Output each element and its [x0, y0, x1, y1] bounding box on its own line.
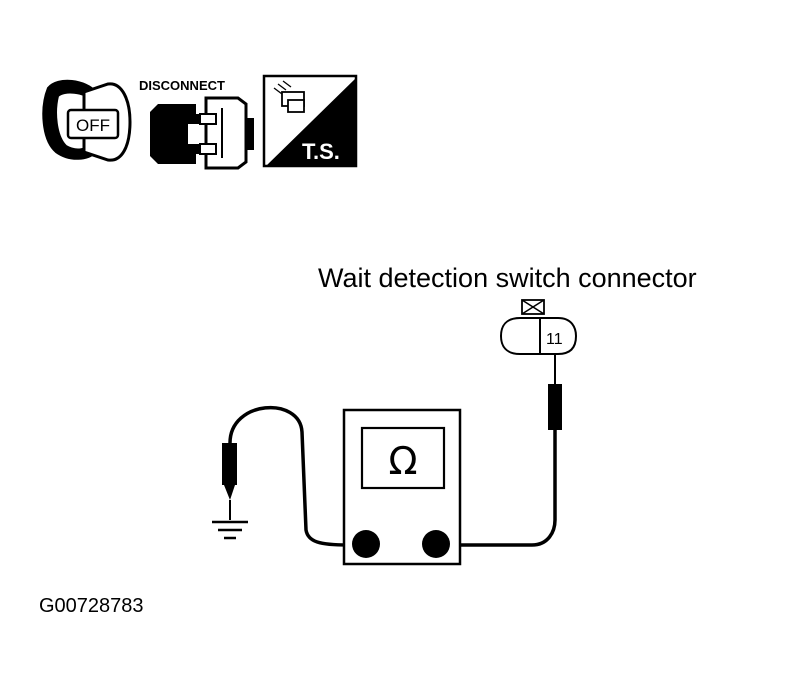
disconnect-label: DISCONNECT: [139, 78, 225, 93]
right-test-probe: [548, 354, 562, 430]
meter-terminal-left: [352, 530, 380, 558]
ground-symbol: [212, 520, 248, 540]
ignition-off-icon: OFF: [42, 79, 132, 162]
left-lead-wire: [228, 405, 349, 547]
ohm-symbol: Ω: [388, 439, 417, 483]
connector-title: Wait detection switch connector: [318, 263, 697, 293]
ts-icon: T.S.: [262, 74, 358, 168]
switch-connector: 11: [499, 299, 578, 355]
left-test-probe: [222, 443, 237, 520]
connector-pin-label: 11: [546, 331, 563, 348]
figure-code: G00728783: [39, 595, 144, 617]
meter-display: [360, 426, 446, 490]
right-lead-wire: [450, 430, 557, 547]
ohmmeter: Ω: [342, 408, 462, 566]
switch-icon: [273, 80, 305, 113]
ignition-off-label: OFF: [76, 116, 110, 135]
meter-terminal-right: [422, 530, 450, 558]
ts-label: T.S.: [302, 139, 340, 164]
disconnect-icon: DISCONNECT: [139, 78, 254, 170]
